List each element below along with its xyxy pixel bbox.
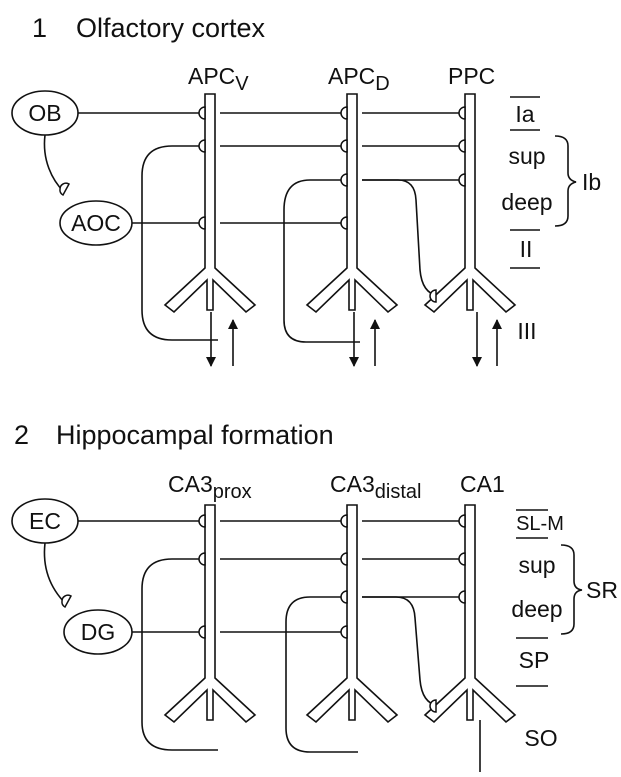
svg-text:OB: OB bbox=[28, 100, 61, 126]
pyramidal-cell-ppc bbox=[423, 93, 517, 314]
svg-text:DG: DG bbox=[81, 619, 116, 645]
fibres-panel2 bbox=[78, 520, 460, 633]
panel2-title: Hippocampal formation bbox=[56, 420, 334, 450]
pyramidal-cell-ca3-prox bbox=[163, 504, 257, 724]
recurrent-axon-apcd bbox=[283, 179, 360, 343]
layer-sr-sup: sup bbox=[518, 552, 555, 578]
layer-iii: III bbox=[517, 318, 536, 344]
layer-ia: Ia bbox=[515, 101, 534, 127]
node-aoc: AOC bbox=[59, 200, 133, 246]
fibres-panel1 bbox=[78, 112, 460, 224]
synapses-panel2 bbox=[198, 514, 466, 713]
pyramidal-cell-apcd bbox=[305, 93, 399, 314]
svg-text:AOC: AOC bbox=[71, 210, 121, 236]
node-ob: OB bbox=[11, 90, 79, 136]
column-label-ca1: CA1 bbox=[460, 471, 505, 497]
layer-ib: Ib bbox=[582, 169, 601, 195]
panel-olfactory-cortex: 1 Olfactory cortex APCV APCD PPC OB AOC bbox=[11, 13, 601, 367]
layer-ii: II bbox=[520, 236, 533, 262]
layer-markers-panel1 bbox=[510, 96, 577, 269]
pyramidal-cell-apcv bbox=[163, 93, 257, 314]
column-label-ca3-prox: CA3prox bbox=[168, 471, 252, 503]
layer-sr: SR bbox=[586, 577, 618, 603]
arrows-panel1 bbox=[206, 312, 502, 367]
node-dg: DG bbox=[63, 609, 133, 655]
layer-deep: deep bbox=[501, 189, 552, 215]
recurrent-axon-apcv bbox=[141, 145, 218, 341]
ob-to-aoc-axon bbox=[43, 134, 65, 193]
ec-to-dg-axon bbox=[43, 542, 67, 605]
pyramidal-cell-ca1 bbox=[423, 504, 517, 724]
synapse-aoc bbox=[59, 182, 71, 197]
node-ec: EC bbox=[11, 498, 79, 544]
layer-sl-m: SL-M bbox=[516, 513, 564, 535]
recurrent-axon-to-ppc bbox=[362, 179, 439, 297]
layer-markers-panel2 bbox=[516, 509, 583, 687]
pyramidal-cell-ca3-distal bbox=[305, 504, 399, 724]
recurrent-axon-ca3-prox bbox=[141, 558, 218, 751]
layer-so: SO bbox=[524, 725, 557, 751]
layer-sr-deep: deep bbox=[511, 596, 562, 622]
panel1-number: 1 bbox=[32, 13, 47, 43]
panel-hippocampal-formation: 2 Hippocampal formation CA3prox CA3dista… bbox=[11, 420, 618, 772]
layer-sup: sup bbox=[508, 143, 545, 169]
synapse-dg bbox=[61, 594, 73, 609]
svg-text:EC: EC bbox=[29, 508, 61, 534]
column-label-apcv: APCV bbox=[188, 63, 249, 95]
panel1-title: Olfactory cortex bbox=[76, 13, 266, 43]
column-label-ca3-distal: CA3distal bbox=[330, 471, 421, 503]
recurrent-axon-to-ca1 bbox=[362, 596, 439, 707]
layer-sp: SP bbox=[519, 647, 550, 673]
recurrent-axon-ca3-distal bbox=[285, 596, 358, 753]
column-label-ppc: PPC bbox=[448, 63, 495, 89]
synapses-panel1 bbox=[198, 106, 466, 303]
panel2-number: 2 bbox=[14, 420, 29, 450]
column-label-apcd: APCD bbox=[328, 63, 390, 95]
